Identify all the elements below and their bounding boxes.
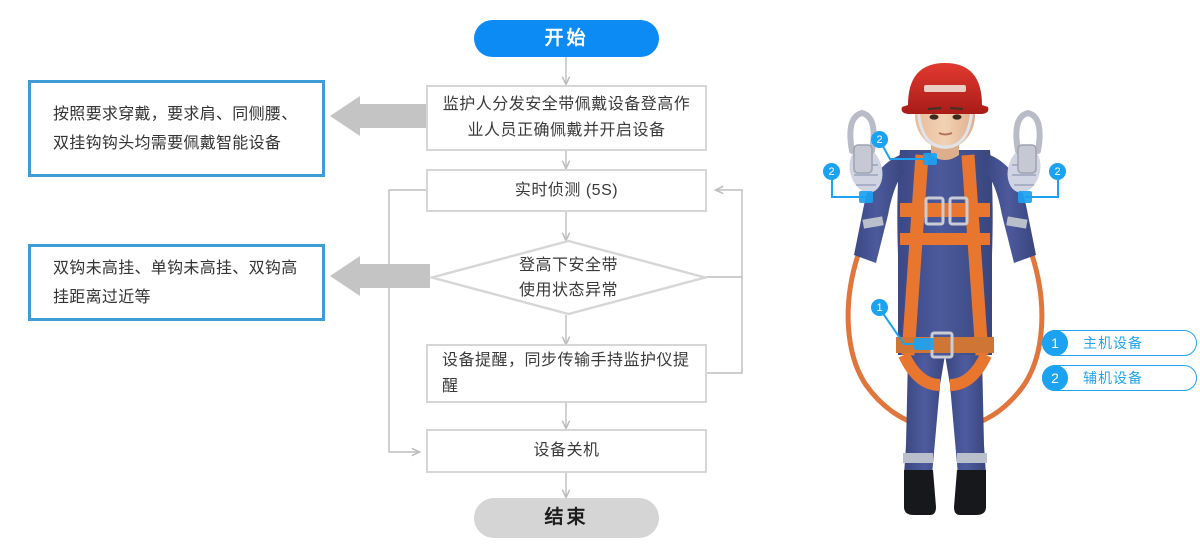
worker-figure-graphic <box>831 63 1059 515</box>
block-arrow-wear <box>330 96 426 136</box>
worker-illustration: 2 2 2 1 <box>800 55 1090 525</box>
callout-abnormal-states: 双钩未高挂、单钩未高挂、双钩高挂距离过近等 <box>28 244 325 321</box>
flow-node-detect[interactable]: 实时侦测 (5S) <box>426 169 707 212</box>
flow-node-detect-label: 实时侦测 (5S) <box>514 181 619 199</box>
flow-node-start[interactable]: 开始 <box>474 20 659 57</box>
block-arrow-group <box>330 96 430 296</box>
flow-node-alert[interactable]: 设备提醒，同步传输手持监护仪提醒 <box>426 344 707 403</box>
worker-marker-left-shoulder: 2 <box>871 131 888 148</box>
legend-label-auxiliary-device: 辅机设备 <box>1083 370 1143 386</box>
callout-wear-requirement-text: 按照要求穿戴，要求肩、同侧腰、双挂钩钩头均需要佩戴智能设备 <box>53 105 298 152</box>
legend-item-auxiliary-device[interactable]: 2 辅机设备 <box>1042 365 1197 391</box>
device-legend: 1 主机设备 2 辅机设备 <box>1042 330 1197 400</box>
flow-node-alert-label: 设备提醒，同步传输手持监护仪提醒 <box>442 351 690 395</box>
flow-node-end-label: 结束 <box>544 507 589 528</box>
block-arrow-abnormal <box>330 256 430 296</box>
flow-node-distribute[interactable]: 监护人分发安全带佩戴设备登高作业人员正确佩戴并开启设备 <box>426 85 707 151</box>
worker-marker-left-hook: 2 <box>823 163 840 180</box>
flow-node-end[interactable]: 结束 <box>474 498 659 538</box>
flow-node-distribute-label: 监护人分发安全带佩戴设备登高作业人员正确佩戴并开启设备 <box>442 96 691 139</box>
legend-badge-1: 1 <box>1042 330 1068 356</box>
decision-diamond-shape <box>430 239 707 316</box>
callout-wear-requirement: 按照要求穿戴，要求肩、同侧腰、双挂钩钩头均需要佩戴智能设备 <box>28 80 325 177</box>
flow-node-shutdown[interactable]: 设备关机 <box>426 429 707 473</box>
flow-node-shutdown-label: 设备关机 <box>533 442 600 459</box>
legend-label-host-device: 主机设备 <box>1083 335 1143 351</box>
callout-abnormal-states-text: 双钩未高挂、单钩未高挂、双钩高挂距离过近等 <box>53 259 298 306</box>
flow-node-decision[interactable]: 登高下安全带 使用状态异常 <box>430 239 707 316</box>
legend-badge-2: 2 <box>1042 365 1068 391</box>
worker-marker-right-hook: 2 <box>1049 163 1066 180</box>
worker-marker-waist: 1 <box>871 299 888 316</box>
legend-item-host-device[interactable]: 1 主机设备 <box>1042 330 1197 356</box>
flow-node-start-label: 开始 <box>544 27 589 49</box>
